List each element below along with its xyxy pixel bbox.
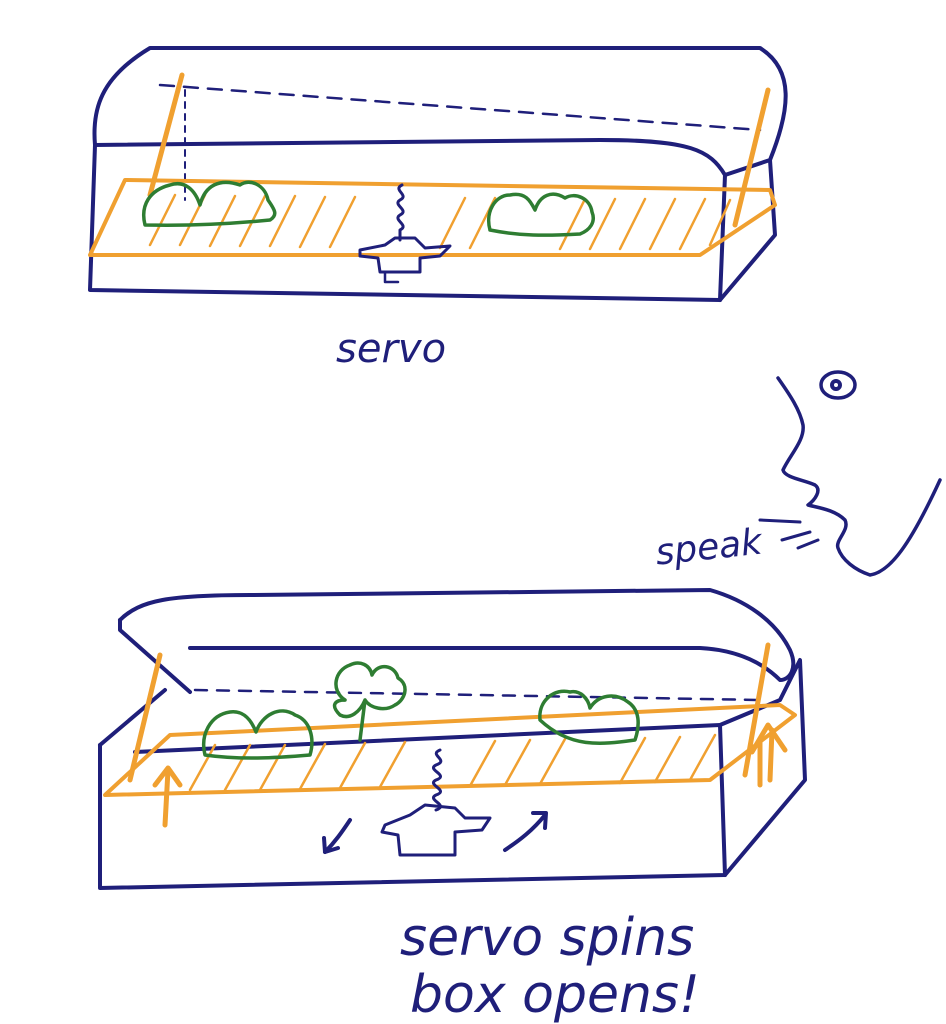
closed-box-plant-left [142, 180, 277, 228]
open-box-lid-edge [118, 618, 192, 694]
open-box-hidden-edge [193, 688, 762, 702]
closed-box-platform [88, 178, 777, 257]
open-box-post-left [127, 652, 163, 783]
closed-box-servo-pointer [383, 270, 400, 284]
face-profile-outline [776, 376, 942, 577]
open-box-lid [118, 588, 796, 682]
up-arrow-icon [749, 722, 788, 788]
speak-label: speak [653, 521, 766, 573]
closed-box-side [718, 158, 777, 302]
open-box-plant-left [202, 709, 314, 760]
closed-box-post-right [732, 87, 771, 228]
closed-box-plant-right [487, 192, 595, 237]
open-box-platform [103, 703, 797, 797]
eye-icon [819, 370, 857, 400]
open-box-plant-center [332, 661, 407, 742]
speech-line-3 [796, 538, 820, 550]
closed-box [88, 46, 788, 302]
open-box-platform-hatch [188, 733, 717, 792]
speaker-profile [758, 370, 942, 577]
closed-box-hidden-edge [158, 83, 762, 132]
closed-box-spring [396, 183, 405, 242]
up-arrow-icon [152, 765, 183, 828]
open-box-front [98, 723, 727, 890]
closed-box-post-left [147, 72, 185, 198]
open-box-servo [380, 803, 492, 857]
open-box [98, 588, 807, 890]
open-box-side [718, 658, 807, 877]
rotation-arrow-icon [322, 818, 352, 854]
closed-box-front [88, 143, 727, 302]
open-box-spring [432, 748, 443, 812]
caption-line-2: box opens! [410, 965, 700, 1024]
servo-label-top: servo [336, 326, 446, 372]
speech-line-2 [780, 530, 812, 542]
closed-box-servo [358, 236, 452, 274]
open-box-left-edge [98, 688, 167, 747]
open-box-plant-right [538, 689, 640, 746]
open-box-post-right [742, 642, 771, 778]
eye-pupil [830, 379, 842, 391]
caption-line-1: servo spins [400, 908, 694, 968]
rotation-arrow-icon [503, 811, 548, 852]
closed-box-lid [92, 46, 788, 177]
speech-line-1 [758, 518, 802, 524]
